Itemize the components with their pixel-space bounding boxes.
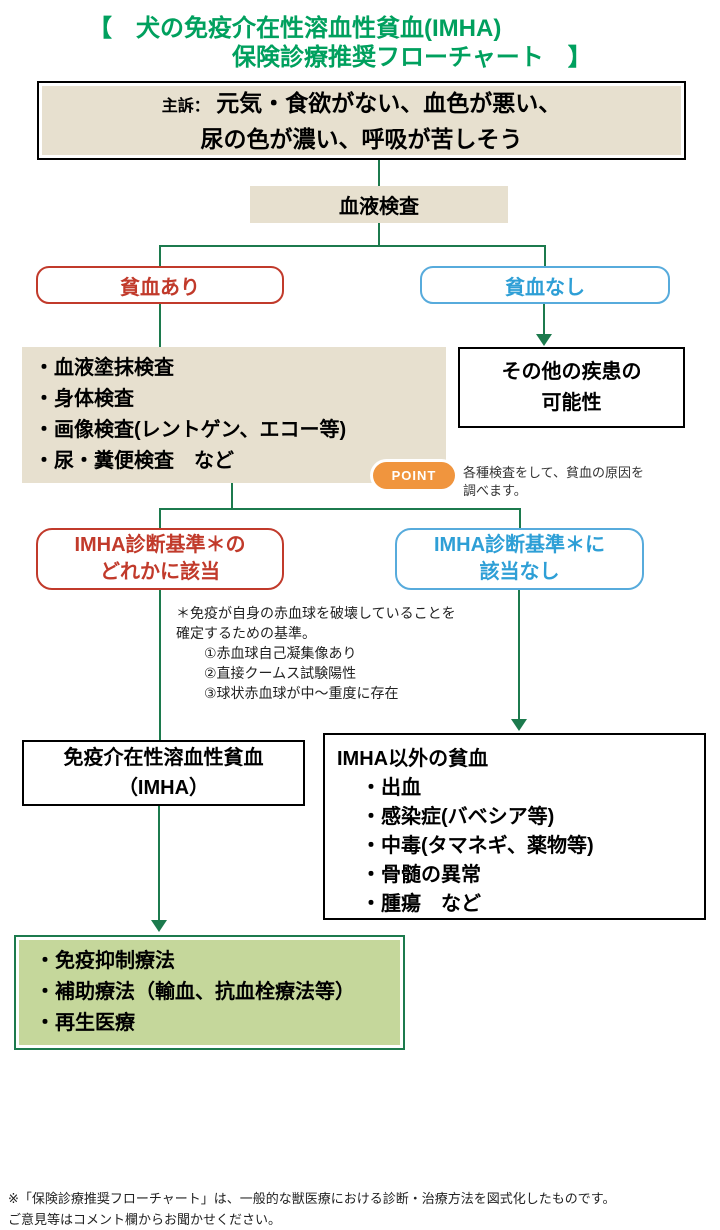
other-disease-box: その他の疾患の 可能性	[458, 347, 685, 428]
chief-complaint-text1: 元気・食欲がない、血色が悪い、	[209, 89, 562, 116]
imha-criteria-match-box: IMHA診断基準＊の どれかに該当	[36, 528, 284, 590]
chief-complaint-line2: 尿の色が濃い、呼吸が苦しそう	[200, 125, 523, 152]
tests-box: ・血液塗抹検査 ・身体検査 ・画像検査(レントゲン、エコー等) ・尿・糞便検査 …	[22, 347, 446, 483]
criteria-match-line2: どれかに該当	[100, 561, 220, 583]
treatment-item: ・免疫抑制療法	[35, 950, 175, 972]
criteria-match-line1: IMHA診断基準＊の	[74, 534, 246, 556]
imha-diagnosis-box: 免疫介在性溶血性貧血 （IMHA）	[22, 740, 305, 806]
arrow-shaft	[543, 304, 545, 335]
blood-test-box: 血液検査	[250, 186, 508, 223]
point-note: 各種検査をして、貧血の原因を 調べます。	[463, 464, 644, 500]
connector-line	[231, 483, 233, 508]
arrow-head	[151, 920, 167, 932]
treatment-box: ・免疫抑制療法 ・補助療法（輸血、抗血栓療法等） ・再生医療	[14, 935, 405, 1050]
arrow-head	[536, 334, 552, 346]
non-imha-item: ・腫瘍 など	[361, 893, 481, 915]
criteria-note-line1: ＊免疫が自身の赤血球を破壊していることを	[176, 605, 456, 621]
criteria-note-item2: ②直接クームス試験陽性	[204, 665, 357, 681]
connector-line	[159, 508, 521, 510]
imha-diagnosis-line1: 免疫介在性溶血性貧血	[63, 747, 264, 769]
other-disease-line2: 可能性	[541, 391, 602, 414]
criteria-note: ＊免疫が自身の赤血球を破壊していることを 確定するための基準。 ①赤血球自己凝集…	[176, 603, 456, 703]
chief-complaint-line1: 主訴： 元気・食欲がない、血色が悪い、	[162, 87, 561, 123]
imha-diagnosis-line2: （IMHA）	[117, 777, 210, 799]
non-imha-item: ・出血	[361, 777, 421, 799]
arrow-shaft	[518, 590, 520, 720]
connector-line	[378, 160, 380, 186]
test-item: ・尿・糞便検査 など	[34, 450, 234, 472]
connector-line	[159, 590, 161, 740]
connector-line	[159, 508, 161, 529]
arrow-head	[511, 719, 527, 731]
non-imha-title: IMHA以外の貧血	[337, 748, 489, 770]
treatment-item: ・補助療法（輸血、抗血栓療法等）	[35, 981, 355, 1003]
connector-line	[159, 245, 546, 247]
footer-note: ※「保険診療推奨フローチャート」は、一般的な獣医療における診断・治療方法を図式化…	[8, 1188, 615, 1230]
connector-line	[519, 508, 521, 529]
test-item: ・血液塗抹検査	[34, 357, 174, 379]
connector-line	[159, 245, 161, 267]
anemia-yes-box: 貧血あり	[36, 266, 284, 304]
other-disease-line1: その他の疾患の	[501, 360, 642, 383]
criteria-nomatch-line1: IMHA診断基準＊に	[433, 534, 606, 556]
footer-line2: ご意見等はコメント欄からお聞かせください。	[8, 1212, 282, 1227]
footer-line1: ※「保険診療推奨フローチャート」は、一般的な獣医療における診断・治療方法を図式化…	[8, 1191, 616, 1206]
connector-line	[378, 223, 380, 245]
chief-complaint-box: 主訴： 元気・食欲がない、血色が悪い、 尿の色が濃い、呼吸が苦しそう	[37, 81, 686, 160]
imha-criteria-nomatch-box: IMHA診断基準＊に 該当なし	[395, 528, 644, 590]
test-item: ・画像検査(レントゲン、エコー等)	[34, 419, 347, 441]
non-imha-item: ・感染症(バベシア等)	[361, 806, 555, 828]
non-imha-item: ・中毒(タマネギ、薬物等)	[361, 835, 594, 857]
non-imha-item: ・骨髄の異常	[361, 864, 481, 886]
criteria-note-item1: ①赤血球自己凝集像あり	[204, 645, 357, 661]
connector-line	[544, 245, 546, 267]
arrow-shaft	[158, 806, 160, 922]
treatment-item: ・再生医療	[35, 1012, 135, 1034]
test-item: ・身体検査	[34, 388, 134, 410]
chief-complaint-prefix: 主訴：	[161, 97, 210, 115]
point-note-line1: 各種検査をして、貧血の原因を	[463, 465, 644, 480]
criteria-note-line2: 確定するための基準。	[176, 625, 316, 641]
anemia-no-box: 貧血なし	[420, 266, 670, 304]
point-badge: POINT	[373, 462, 455, 489]
criteria-nomatch-line2: 該当なし	[479, 561, 560, 583]
criteria-note-item3: ③球状赤血球が中～重度に存在	[204, 685, 399, 701]
non-imha-anemia-box: IMHA以外の貧血 ・出血 ・感染症(バベシア等) ・中毒(タマネギ、薬物等) …	[323, 733, 706, 920]
page-title-line2: 保険診療推奨フローチャート 】	[232, 44, 592, 71]
page-title-line1: 【 犬の免疫介在性溶血性貧血(IMHA)	[88, 15, 502, 42]
point-note-line2: 調べます。	[463, 483, 527, 498]
connector-line	[159, 304, 161, 348]
